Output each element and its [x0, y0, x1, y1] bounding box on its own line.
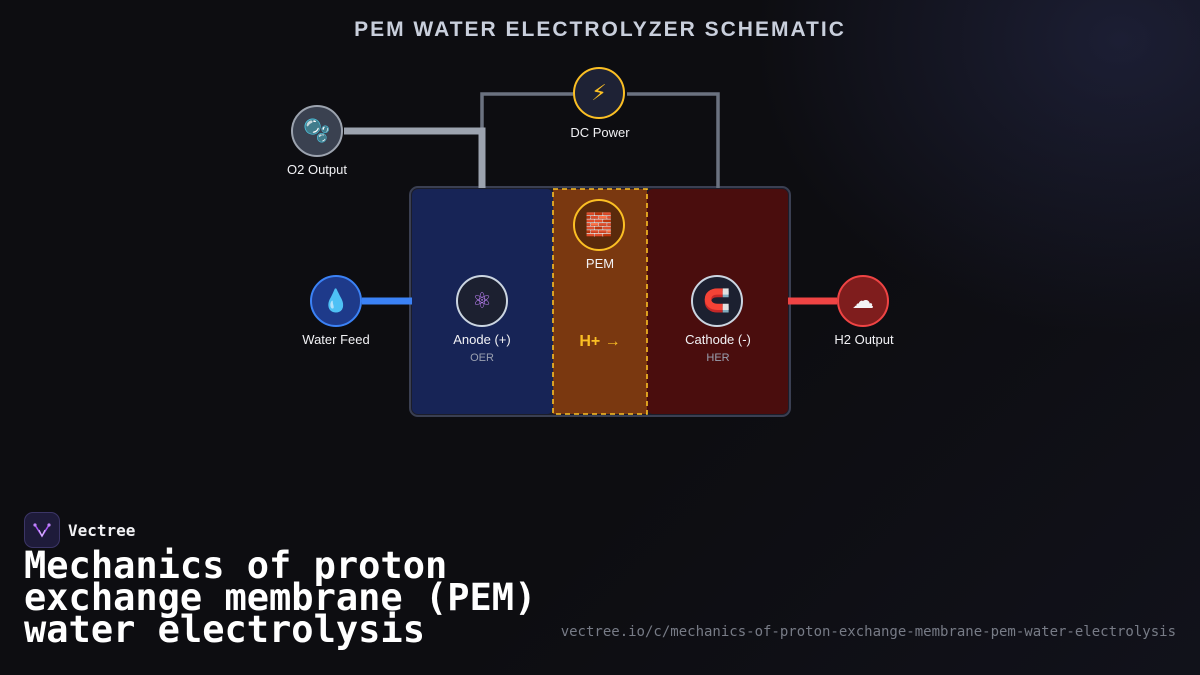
droplet-icon: 💧 [310, 275, 362, 327]
dc-power-label: DC Power [570, 125, 630, 140]
magnet-icon: 🧲 [691, 275, 743, 327]
lightning-icon: ⚡ [573, 67, 625, 119]
proton-flow-label: H+ → [579, 333, 621, 350]
cloud-icon: ☁ [837, 275, 889, 327]
vectree-logo-icon [24, 512, 60, 548]
h2-output-label: H2 Output [834, 332, 894, 347]
diagram-title: PEM WATER ELECTROLYZER SCHEMATIC [354, 18, 846, 41]
water-feed-label: Water Feed [302, 332, 370, 347]
cathode-label: Cathode (-) [685, 332, 751, 347]
headline: Mechanics of proton exchange membrane (P… [24, 544, 537, 651]
brick-icon: 🧱 [573, 199, 625, 251]
o2-pipe [344, 127, 486, 188]
atom-icon: ⚛ [456, 275, 508, 327]
anode-label: Anode (+) [453, 332, 511, 347]
o2-output-label: O2 Output [287, 162, 347, 177]
anode-reaction-label: OER [470, 352, 494, 364]
bubbles-icon: 🫧 [291, 105, 343, 157]
cathode-reaction-label: HER [706, 352, 730, 364]
pem-label: PEM [585, 256, 615, 271]
source-url[interactable]: vectree.io/c/mechanics-of-proton-exchang… [560, 624, 1176, 640]
brand-name: Vectree [68, 520, 136, 540]
brand: Vectree [24, 512, 135, 548]
